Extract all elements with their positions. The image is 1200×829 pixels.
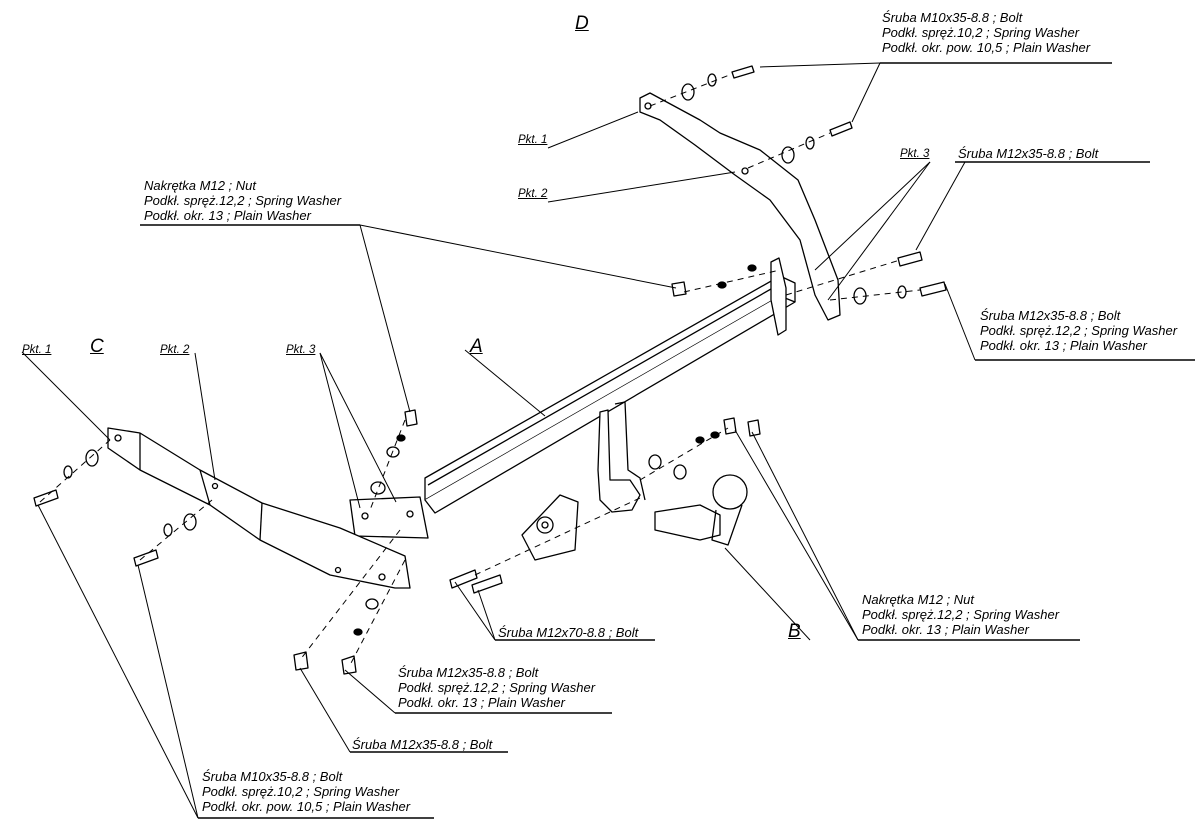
part-label-d: D [575,13,589,34]
callout-line: Śruba M10x35-8.8 ; Bolt [202,769,343,784]
callout-line: Podkł. spręż.12,2 ; Spring Washer [398,680,596,695]
pkt3-label-c: Pkt. 3 [286,344,316,356]
crossbar-a [349,257,796,539]
part-label-a: A [470,336,483,357]
pkt1-label-c: Pkt. 1 [22,344,52,356]
pkt1-label-d: Pkt. 1 [518,134,548,146]
callout-line: Śruba M12x35-8.8 ; Bolt [398,665,539,680]
callout-line: Podkł. spręż.10,2 ; Spring Washer [882,25,1080,40]
callout-line: Podkł. spręż.12,2 ; Spring Washer [144,193,342,208]
callout-right-bolt-full: Śruba M12x35-8.8 ; Bolt Podkł. spręż.12,… [980,308,1177,353]
socket-plate [521,494,579,561]
callout-right-bolt-short: Śruba M12x35-8.8 ; Bolt [958,146,1099,161]
assembly-axes [39,73,921,666]
callout-line: Podkł. okr. 13 ; Plain Washer [862,622,1029,637]
callout-bolt-m12x70: Śruba M12x70-8.8 ; Bolt [498,625,639,640]
callout-line: Podkł. okr. 13 ; Plain Washer [980,338,1147,353]
callout-line: Śruba M10x35-8.8 ; Bolt [882,10,1023,25]
part-label-c: C [90,336,104,357]
callout-line: Podkł. spręż.12,2 ; Spring Washer [862,607,1060,622]
callout-line: Podkł. spręż.10,2 ; Spring Washer [202,784,400,799]
callout-line: Podkł. okr. 13 ; Plain Washer [144,208,311,223]
part-label-b: B [788,621,801,642]
pkt2-label-c: Pkt. 2 [160,344,190,356]
callout-line: Nakrętka M12 ; Nut [862,592,974,607]
callout-underlines [140,62,1195,819]
callout-line: Podkł. spręż.12,2 ; Spring Washer [980,323,1178,338]
callout-bolt-m12x35-center: Śruba M12x35-8.8 ; Bolt Podkł. spręż.12,… [398,665,595,710]
leader-lines [21,62,976,819]
callout-bolt-m12x35-bottom: Śruba M12x35-8.8 ; Bolt [352,737,493,752]
pkt2-label-d: Pkt. 2 [518,188,548,200]
callout-line: Podkł. okr. pow. 10,5 ; Plain Washer [202,799,411,814]
pkt3-label-d: Pkt. 3 [900,148,930,160]
callout-line: Podkł. okr. pow. 10,5 ; Plain Washer [882,40,1091,55]
callout-top-bolt-m10: Śruba M10x35-8.8 ; Bolt Podkł. spręż.10,… [882,10,1090,55]
callout-line: Śruba M12x35-8.8 ; Bolt [980,308,1121,323]
callout-line: Nakrętka M12 ; Nut [144,178,256,193]
callout-bolt-m10-bottom: Śruba M10x35-8.8 ; Bolt Podkł. spręż.10,… [202,769,410,814]
ball-holder-b [597,401,748,546]
bracket-d [639,92,841,321]
bracket-c [107,427,411,589]
callout-nut-right: Nakrętka M12 ; Nut Podkł. spręż.12,2 ; S… [862,592,1059,637]
callout-line: Podkł. okr. 13 ; Plain Washer [398,695,565,710]
callout-nut-left: Nakrętka M12 ; Nut Podkł. spręż.12,2 ; S… [144,178,341,223]
